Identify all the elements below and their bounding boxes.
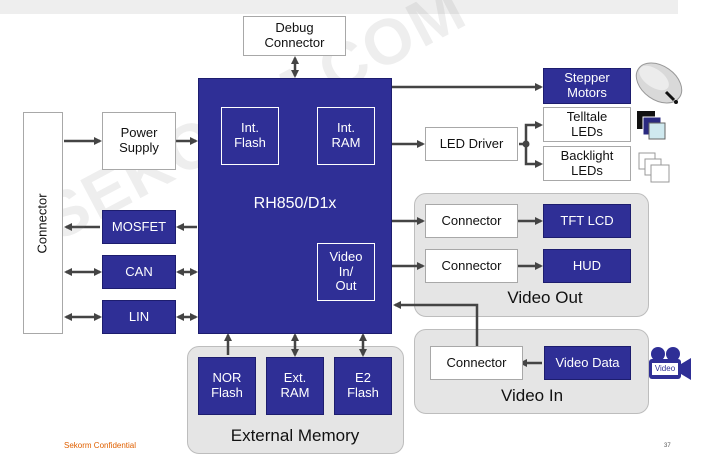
top-band — [0, 0, 678, 14]
led-driver-block: LED Driver — [425, 127, 518, 161]
video-out-connector-1: Connector — [425, 204, 518, 238]
stepper-motor-icon — [635, 62, 683, 104]
int-ram-block: Int. RAM — [317, 107, 375, 165]
debug-connector-block: Debug Connector — [243, 16, 346, 56]
video-io-block: Video In/ Out — [317, 243, 375, 301]
video-data-block: Video Data — [544, 346, 631, 380]
telltale-led-icon — [637, 111, 666, 140]
nor-flash-block: NOR Flash — [198, 357, 256, 415]
video-camera-icon: Video — [646, 345, 694, 383]
external-memory-title: External Memory — [230, 426, 360, 445]
power-supply-block: Power Supply — [102, 112, 176, 170]
video-icon-label: Video — [652, 363, 678, 375]
lin-block: LIN — [102, 300, 176, 334]
ext-ram-block: Ext. RAM — [266, 357, 324, 415]
mcu-name: RH850/D1x — [253, 194, 337, 212]
connector-block: Connector — [23, 112, 63, 334]
connector-label: Connector — [34, 193, 50, 253]
page-number: 37 — [664, 443, 671, 449]
video-out-title: Video Out — [507, 288, 583, 307]
telltale-leds-block: Telltale LEDs — [543, 107, 631, 142]
tft-lcd-block: TFT LCD — [543, 204, 631, 238]
backlight-leds-block: Backlight LEDs — [543, 146, 631, 181]
stepper-motors-block: Stepper Motors — [543, 68, 631, 104]
can-block: CAN — [102, 255, 176, 289]
video-in-title: Video In — [500, 386, 564, 405]
backlight-led-icon — [638, 152, 670, 183]
mosfet-block: MOSFET — [102, 210, 176, 244]
video-out-connector-2: Connector — [425, 249, 518, 283]
hud-block: HUD — [543, 249, 631, 283]
e2-flash-block: E2 Flash — [334, 357, 392, 415]
int-flash-block: Int. Flash — [221, 107, 279, 165]
footer-confidential: Sekorm Confidential — [64, 441, 137, 450]
video-in-connector: Connector — [430, 346, 523, 380]
